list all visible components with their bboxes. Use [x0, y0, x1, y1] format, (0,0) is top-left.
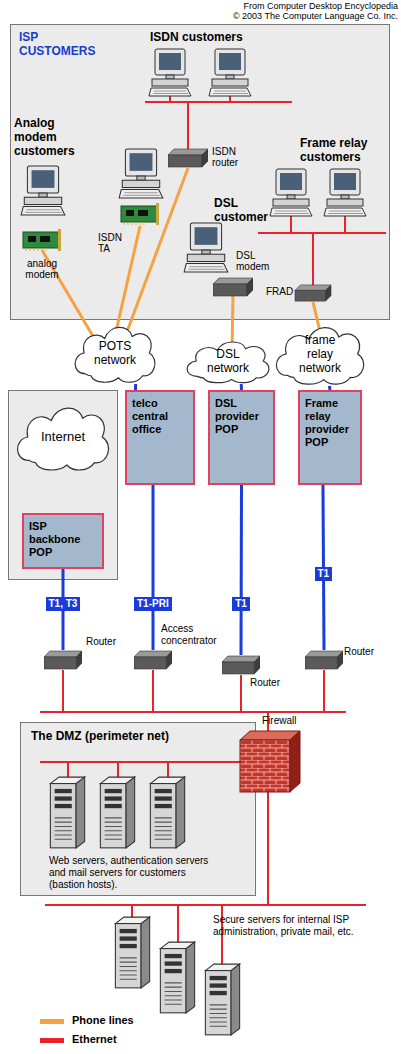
legend-swatch: [40, 1038, 64, 1043]
router-side: [166, 651, 172, 669]
box-note: Web servers, authentication servers and …: [49, 855, 214, 891]
router-top: [222, 656, 260, 662]
router-front: [44, 657, 76, 669]
device-label: analog modem: [18, 258, 66, 280]
router-device: Router: [44, 650, 82, 670]
line-tag: T1: [315, 567, 333, 581]
link-line: [240, 384, 243, 390]
router-front: [305, 657, 337, 669]
router-top: [44, 651, 82, 657]
network-cloud: POTS network: [72, 322, 158, 384]
group-heading: Frame relay customers: [300, 136, 388, 164]
device-label: ISDN router: [212, 146, 248, 168]
pop-box: Frame relay provider POP: [298, 390, 362, 485]
server-note: Secure servers for internal ISP administ…: [213, 914, 361, 938]
device-label: Firewall: [262, 715, 296, 726]
pop-box: telco central office: [125, 390, 195, 485]
router-top: [305, 651, 343, 657]
box-label: ISP backbone POP: [24, 515, 87, 559]
network-cloud: DSL network: [184, 338, 272, 384]
internet-cloud: Internet: [14, 402, 112, 472]
router-top: [134, 651, 172, 657]
legend-text: Ethernet: [72, 1033, 117, 1045]
cloud-shape: [187, 342, 269, 383]
device-label: DSL modem: [236, 250, 272, 272]
cloud-shape: [18, 408, 109, 470]
source-credit: From Computer Desktop Encyclopedia: [243, 1, 398, 11]
group-title: ISP CUSTOMERS: [19, 30, 104, 58]
router-device: Router: [222, 655, 260, 675]
cloud-shape: [276, 328, 363, 385]
box-title: The DMZ (perimeter net): [31, 729, 246, 743]
router-icon: [44, 650, 82, 670]
link-line: [328, 386, 332, 390]
copyright-note: © 2003 The Computer Language Co. Inc.: [233, 11, 398, 21]
router-device: Router: [305, 650, 343, 670]
pop-box: DSL provider POP: [208, 390, 275, 485]
device-label: Access concentrator: [161, 623, 227, 647]
legend-swatch: [40, 1019, 64, 1024]
pop-box: ISP backbone POP: [22, 513, 104, 569]
cloud-label: Internet: [41, 430, 85, 444]
cloud-label: frame relay network: [294, 333, 346, 375]
cloud-label: POTS network: [90, 339, 140, 367]
device-label: Router: [344, 646, 374, 658]
device-label: ISDN TA: [98, 232, 128, 254]
cloud-shape: [75, 327, 155, 382]
group-heading: Analog modem customers: [14, 116, 86, 158]
box-label: telco central office: [127, 392, 190, 436]
line-tag: T1, T3: [46, 597, 81, 611]
link-line: [134, 384, 137, 390]
link-line: [152, 485, 155, 650]
router-front: [222, 662, 254, 674]
access-concentrator: Access concentrator: [134, 650, 172, 670]
router-side: [254, 656, 260, 674]
line-tag: T1: [232, 597, 250, 611]
device-label: Router: [250, 677, 280, 689]
router-side: [337, 651, 343, 669]
router-icon: [305, 650, 343, 670]
cloud-label: DSL network: [203, 347, 253, 375]
router-icon: [222, 655, 260, 675]
box-label: Frame relay provider POP: [300, 392, 363, 449]
link-line: [240, 485, 244, 655]
dmz-box: The DMZ (perimeter net) Web servers, auth…: [20, 722, 256, 896]
box-label: DSL provider POP: [210, 392, 273, 436]
line-tag: T1-PRI: [134, 597, 172, 611]
router-side: [76, 651, 82, 669]
network-cloud: frame relay network: [273, 322, 367, 386]
legend-text: Phone lines: [72, 1014, 134, 1026]
group-heading: ISDN customers: [150, 30, 243, 44]
device-label: FRAD: [266, 286, 293, 297]
router-icon: [134, 650, 172, 670]
group-heading: DSL customer: [214, 196, 278, 224]
customer-group-box: ISP CUSTOMERS: [10, 24, 390, 320]
device-label: Router: [86, 636, 116, 648]
router-front: [134, 657, 166, 669]
